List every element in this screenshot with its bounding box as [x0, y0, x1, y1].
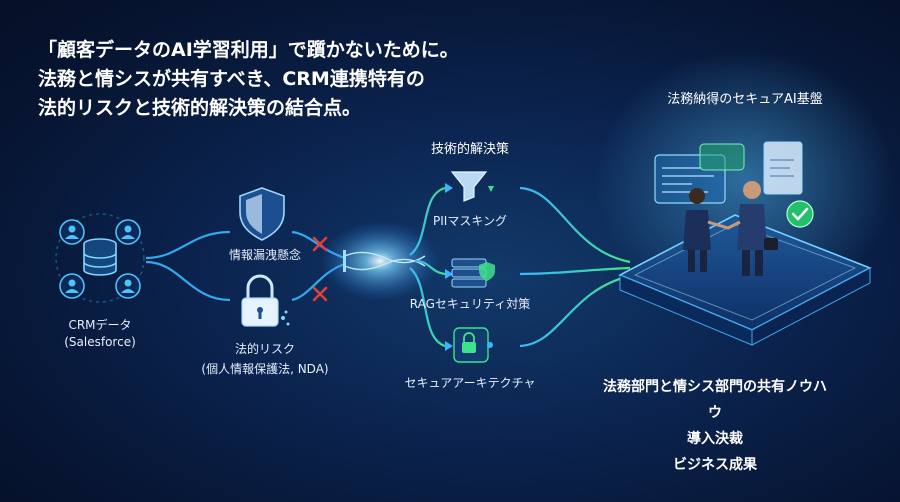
energy-burst	[320, 221, 440, 301]
server-shield-icon	[451, 258, 495, 288]
platform-title: 法務納得のセキュアAI基盤	[667, 92, 823, 107]
solution-architecture-label: セキュアアーキテクチャ	[404, 376, 536, 390]
outcomes-list: 法務部門と情シス部門の共有ノウハウ 導入決裁 ビジネス成果	[600, 374, 830, 478]
risk-legal-line-2: (個人情報保護法, NDA)	[201, 362, 329, 376]
solution-rag-label: RAGセキュリティ対策	[409, 297, 531, 311]
architecture-lock-icon	[453, 327, 493, 363]
risk-legal-label: 法的リスク (個人情報保護法, NDA)	[190, 340, 340, 377]
solution-pii-label: PIIマスキング	[433, 214, 507, 228]
headline: 「顧客データのAI学習利用」で躓かないために。 法務と情シスが共有すべき、CRM…	[38, 36, 478, 123]
outcome-business-results: ビジネス成果	[673, 457, 757, 473]
risk-leak-label: 情報漏洩懸念	[228, 248, 301, 262]
outcome-shared-knowhow: 法務部門と情シス部門の共有ノウハウ	[603, 379, 827, 421]
user-glyphs	[65, 225, 135, 293]
funnel-icon	[450, 171, 494, 202]
solution-flows	[409, 186, 631, 348]
database-icon	[83, 238, 117, 276]
crm-user-ring	[55, 213, 145, 303]
crm-label-line-1: CRMデータ	[68, 318, 132, 332]
flow-arrowheads	[445, 183, 453, 351]
handshake-figures	[683, 181, 778, 276]
outcome-approval: 導入決裁	[687, 431, 743, 447]
secure-ai-platform	[595, 50, 895, 346]
headline-line-1: 「顧客データのAI学習利用」で躓かないために。	[38, 39, 459, 61]
check-badge-icon	[786, 200, 814, 228]
risk-legal-line-1: 法的リスク	[234, 342, 295, 356]
headline-line-3: 法的リスクと技術的解決策の結合点。	[38, 97, 362, 119]
lock-icon	[241, 274, 290, 327]
shield-icon	[239, 187, 285, 241]
hologram-screens	[654, 141, 803, 204]
crm-label: CRMデータ (Salesforce)	[50, 316, 150, 349]
crm-label-line-2: (Salesforce)	[64, 335, 136, 349]
solutions-title: 技術的解決策	[430, 142, 509, 157]
headline-line-2: 法務と情シスが共有すべき、CRM連携特有の	[38, 68, 425, 90]
